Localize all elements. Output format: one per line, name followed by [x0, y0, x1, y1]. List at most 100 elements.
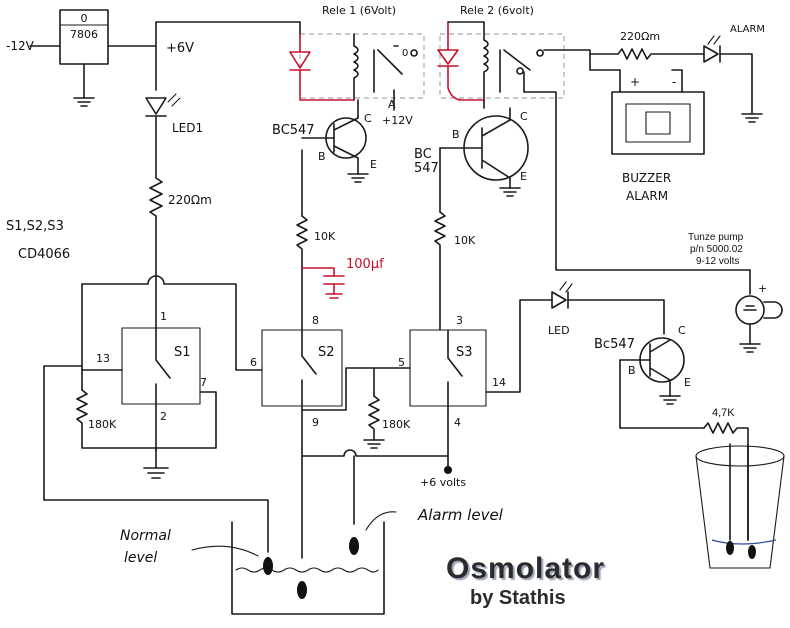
q3-ground-icon [659, 395, 681, 405]
transistor-q1-icon [301, 99, 367, 175]
relay2-diode-icon [437, 21, 485, 101]
relay2-coil-icon [447, 21, 489, 109]
bottom-supply-label: +6 volts [420, 476, 466, 489]
alarm-level-arrow [365, 511, 397, 531]
buzzer-label-line1: BUZZER [622, 171, 671, 185]
relay1-contact-a: A [388, 98, 396, 111]
buzzer-minus: - [672, 75, 676, 89]
title-line1: Osmolator [446, 552, 605, 585]
pin-13-label: 13 [96, 352, 110, 365]
switch-s1 [121, 275, 201, 451]
s1-label: S1 [174, 345, 191, 360]
alarm-ground-icon [741, 113, 763, 123]
normal-level-arrow [191, 545, 259, 557]
q2-pin-e: E [520, 170, 527, 183]
pin-2-label: 2 [160, 410, 167, 423]
q3-label: Bc547 [594, 337, 635, 352]
q2-label-line1: BC [414, 147, 432, 162]
regulator-label: 7806 [70, 28, 98, 41]
q3-pin-c: C [678, 324, 686, 337]
q2-pin-b: B [452, 128, 460, 141]
resistor-10k-q1-icon [296, 215, 308, 250]
capacitor-label: 100μf [346, 257, 384, 272]
normal-level-label-line2: level [124, 550, 157, 566]
switch-s2 [261, 267, 343, 559]
led1-icon [145, 93, 181, 117]
pump-icon [735, 269, 783, 353]
pin-6-label: 6 [250, 356, 257, 369]
buzzer-icon [611, 69, 705, 155]
q1-pin-b: B [318, 150, 326, 163]
relay1-diode-icon [289, 33, 355, 101]
normal-level-label-line1: Normal [120, 528, 171, 544]
transistor-q2-icon [439, 107, 529, 189]
pin-7-label: 7 [200, 376, 207, 389]
s3-label: S3 [456, 345, 473, 360]
relay1-label: Rele 1 (6Volt) [322, 4, 396, 17]
q1-ground-icon [347, 173, 369, 183]
relay1-contact-0: 0 [402, 48, 408, 59]
pump-label-line1: Tunze pump [688, 232, 744, 243]
resistor-220-buzzer-label: 220Ωm [620, 30, 660, 43]
led2-label: LED [548, 324, 570, 337]
alarm-level-label: Alarm level [417, 506, 504, 524]
supply-terminal-dot [444, 466, 452, 474]
relay1-contact-12v: +12V [382, 114, 413, 127]
q3-pin-b: B [628, 364, 636, 377]
regulator-top-label: 0 [81, 12, 88, 25]
led1-label: LED1 [172, 121, 203, 135]
resistor-180k-s1-label: 180K [88, 418, 117, 431]
pump-label-line3: 9-12 volts [696, 256, 739, 267]
relay1-box [299, 33, 425, 99]
resistor-220-icon [149, 177, 163, 217]
switch-s3 [409, 329, 487, 471]
water-tank-icon [231, 521, 385, 615]
q2-pin-c: C [520, 110, 528, 123]
relay1-coil-icon [299, 21, 359, 101]
pin-9-label: 9 [312, 416, 319, 429]
resistor-4k7-label: 4,7K [712, 407, 735, 419]
s1-ground-icon [143, 467, 169, 479]
alarm-led-label: ALARM [730, 24, 765, 35]
q1-label: BC547 [272, 123, 315, 138]
resistor-180k-s3-label: 180K [382, 418, 411, 431]
ic-label-part: CD4066 [18, 247, 70, 262]
pin-8-label: 8 [312, 314, 319, 327]
probe-cup-icon [695, 443, 785, 569]
s2-label: S2 [318, 345, 335, 360]
resistor-180k-s1-icon [76, 389, 157, 449]
resistor-220-buzzer-icon [589, 48, 697, 60]
capacitor-100uf-icon [301, 267, 345, 299]
resistor-180k-s3-icon [368, 395, 380, 441]
q1-pin-c: C [364, 112, 372, 125]
pump-plus: + [758, 282, 767, 295]
regulator-ground-icon [73, 97, 95, 107]
rail-6v-label: +6V [166, 41, 194, 56]
q1-pin-e: E [370, 158, 377, 171]
title-line2: by Stathis [470, 587, 566, 609]
transistor-q3-icon [619, 337, 685, 397]
resistor-10k-q2-icon [434, 211, 446, 246]
pin-1-label: 1 [160, 310, 167, 323]
resistor-10k-q2-label: 10K [454, 234, 476, 247]
q2-label-line2: 547 [414, 161, 439, 176]
resistor-10k-q1-label: 10K [314, 230, 336, 243]
s3-ground-icon [363, 439, 385, 449]
q2-ground-icon [499, 187, 521, 197]
resistor-4k7-icon [703, 422, 749, 541]
ic-label-switches: S1,S2,S3 [6, 219, 64, 234]
q3-pin-e: E [684, 376, 691, 389]
buzzer-label-line2: ALARM [626, 189, 668, 203]
led2-icon [551, 281, 573, 309]
buzzer-plus: + [630, 75, 640, 89]
pump-label-line2: p/n 5000.02 [690, 244, 743, 255]
alarm-led-icon [695, 35, 753, 115]
pin-4-label: 4 [454, 416, 461, 429]
pin-3-label: 3 [456, 314, 463, 327]
resistor-220-label: 220Ωm [168, 193, 212, 207]
input-voltage-label: -12V [6, 39, 35, 53]
pin-14-label: 14 [492, 376, 506, 389]
relay2-label: Rele 2 (6volt) [460, 4, 534, 17]
voltage-regulator: 0 7806 [59, 9, 109, 65]
